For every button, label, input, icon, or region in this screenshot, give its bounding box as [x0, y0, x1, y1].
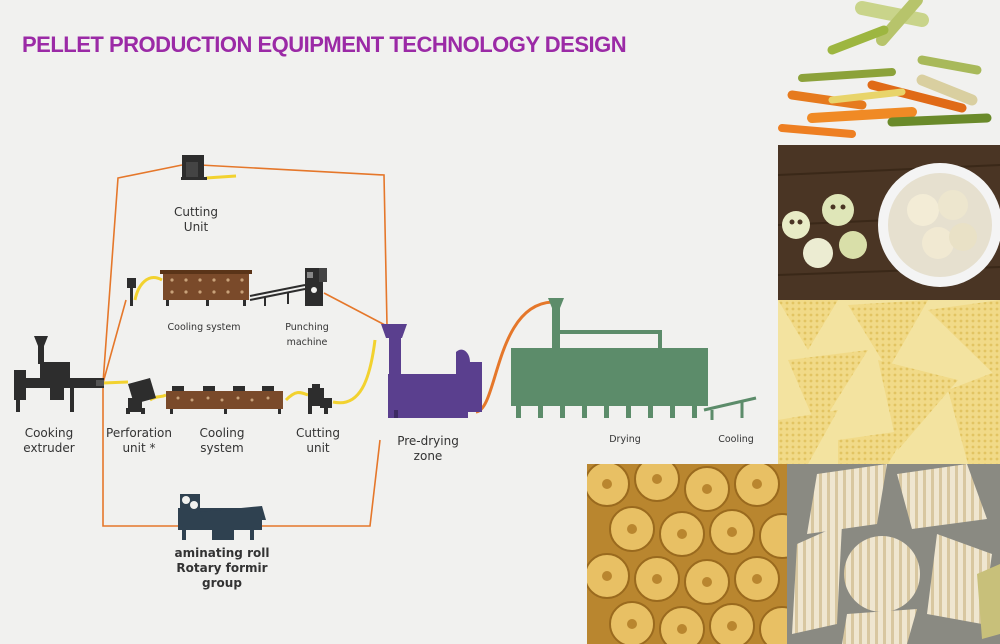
- label-pre-drying-zone: Pre-drying zone: [390, 434, 466, 464]
- label-line: machine: [286, 337, 328, 348]
- incline-conveyor-top: [249, 284, 306, 306]
- label-laminating-group: aminating roll Rotary formir group: [172, 546, 272, 591]
- perforation-unit-machine: [126, 378, 156, 414]
- label-line: Pre-drying: [397, 434, 459, 448]
- wavy-chips-photo: [787, 464, 1000, 644]
- transfer-pipe: [475, 300, 553, 414]
- cooling-conveyor: [703, 396, 757, 420]
- cutting-unit-top-machine: [181, 155, 207, 180]
- cooking-extruder-machine: [14, 336, 104, 412]
- triangle-mesh-pellets-photo: [778, 300, 1000, 464]
- label-cooling-system-mid: Cooling system: [190, 426, 254, 456]
- flow-line-top: [102, 164, 183, 384]
- punching-machine-unit: [305, 268, 327, 306]
- pre-drying-zone-machine: [381, 324, 482, 418]
- label-line: aminating roll: [174, 546, 270, 560]
- label-cutting-unit-mid: Cutting unit: [288, 426, 348, 456]
- product-line-cut: [284, 391, 309, 402]
- upper-small-unit: [127, 278, 136, 306]
- label-line: Cooling: [199, 426, 245, 440]
- label-line: Cooking: [24, 426, 74, 440]
- label-cooling-system-top: Cooling system: [167, 322, 241, 333]
- label-cooking-extruder: Cooking extruder: [14, 426, 84, 456]
- label-line: unit *: [122, 441, 156, 455]
- cooling-system-top-machine: [160, 270, 252, 306]
- label-line: unit: [306, 441, 330, 455]
- product-line-predry: [332, 339, 377, 405]
- label-line: Punching: [285, 322, 329, 333]
- label-line: Perforation: [106, 426, 172, 440]
- flow-lines: [102, 164, 388, 527]
- label-perforation-unit: Perforation unit *: [100, 426, 178, 456]
- laminating-rotary-group-machine: [178, 494, 266, 540]
- label-line: Cutting: [296, 426, 340, 440]
- dryer-machine: [511, 298, 708, 418]
- label-line: system: [200, 441, 244, 455]
- page-title: PELLET PRODUCTION EQUIPMENT TECHNOLOGY D…: [22, 32, 627, 57]
- product-line-upper: [133, 276, 163, 301]
- flow-line-top-right: [199, 164, 388, 326]
- label-drying: Drying: [609, 434, 641, 445]
- product-line-top: [205, 174, 237, 180]
- label-line: Cutting: [174, 205, 218, 219]
- label-cutting-unit-top: Cutting Unit: [160, 205, 232, 235]
- flow-line-upper-branch: [102, 299, 127, 384]
- flow-line-punch: [323, 292, 386, 326]
- label-line: group: [202, 576, 242, 590]
- label-line: extruder: [23, 441, 75, 455]
- cooling-system-mid-machine: [166, 386, 283, 414]
- wheel-pellets-photo: [587, 464, 787, 644]
- face-pellets-photo: [778, 145, 1000, 300]
- label-line: Unit: [183, 220, 209, 234]
- label-line: Rotary formir: [176, 561, 268, 575]
- label-punching-machine: Punching machine: [278, 320, 336, 350]
- product-line-mid: [102, 380, 129, 385]
- cutting-unit-mid-machine: [308, 384, 332, 414]
- label-line: zone: [413, 449, 443, 463]
- tube-pellets-photo: [772, 0, 1000, 145]
- label-cooling: Cooling: [718, 434, 754, 445]
